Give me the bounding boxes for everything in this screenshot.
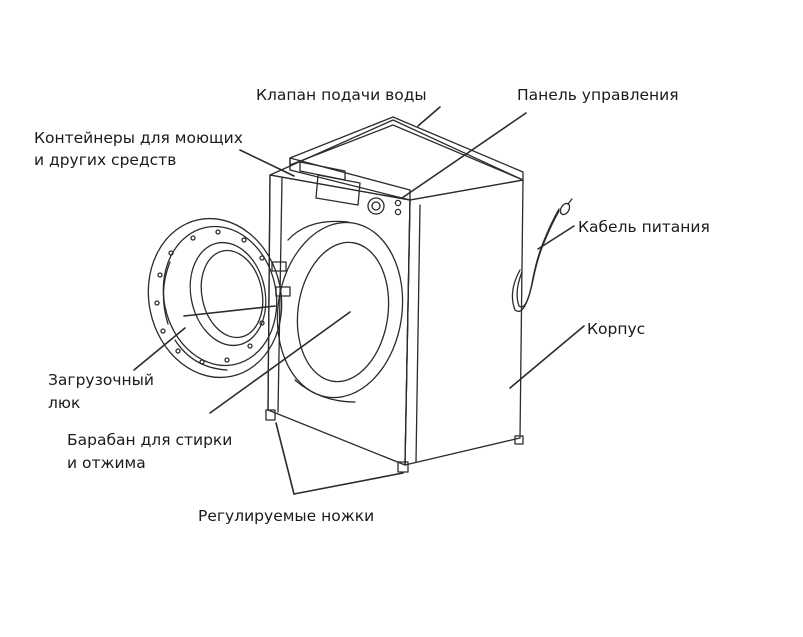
leader-lines <box>133 106 585 495</box>
machine-top <box>269 116 524 201</box>
leader-door <box>133 327 186 371</box>
label-door-line1: Загрузочный <box>48 371 154 389</box>
leader-detergent <box>239 149 295 177</box>
label-detergent-line2: и других средств <box>34 151 177 169</box>
label-drum-line2: и отжима <box>67 454 146 472</box>
power-cable <box>511 198 573 312</box>
drum-opening <box>276 220 404 403</box>
label-detergent-line1: Контейнеры для моющих <box>34 129 243 147</box>
label-water-valve: Клапан подачи воды <box>256 86 427 104</box>
label-feet: Регулируемые ножки <box>198 507 375 525</box>
label-door-line2: люк <box>48 394 81 412</box>
leader-power-cable <box>537 225 575 250</box>
control-panel-strip <box>289 157 411 216</box>
adjustable-feet <box>265 409 524 473</box>
leader-feet-left <box>275 422 295 495</box>
label-power-cable: Кабель питания <box>578 218 710 236</box>
leader-door-2 <box>183 305 276 317</box>
leader-drum <box>209 311 351 414</box>
label-control-panel: Панель управления <box>517 86 679 104</box>
loading-door <box>147 217 283 379</box>
leader-water-valve <box>417 106 441 127</box>
leader-control-panel <box>401 112 527 199</box>
leader-body <box>509 325 585 389</box>
leader-feet-right <box>293 472 404 495</box>
label-drum-line1: Барабан для стирки <box>67 431 233 449</box>
label-body: Корпус <box>587 320 646 338</box>
machine-side <box>404 179 524 466</box>
